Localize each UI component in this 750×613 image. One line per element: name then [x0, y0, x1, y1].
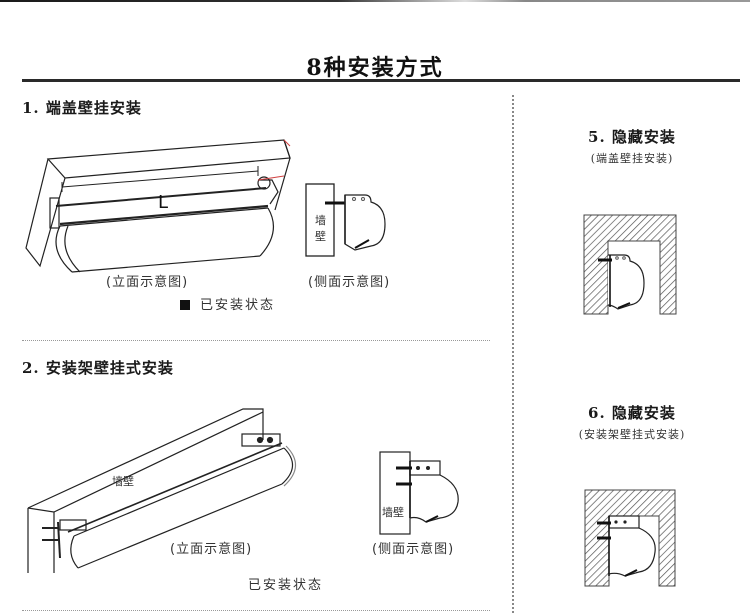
section-2-status: 已安装状态 [248, 578, 324, 593]
section-6-hidden-diagram [584, 489, 676, 587]
page-title: 8种安装方式 [306, 55, 444, 81]
status-text: 已安装状态 [200, 298, 276, 313]
title-rule [22, 79, 740, 82]
wall-label: 壁 [315, 229, 326, 243]
section-1-status: 已安装状态 [180, 294, 275, 313]
headbox-outline [46, 139, 291, 179]
dimension-label: L [158, 192, 168, 213]
section-5-subtitle: (端盖壁挂安装) [590, 152, 674, 165]
section-1-title: 1. 端盖壁挂安装 [22, 99, 142, 117]
vertical-divider [512, 95, 514, 613]
section-divider-1 [22, 340, 490, 341]
section-6-title: 6. 隐藏安装 [588, 404, 676, 422]
top-border [0, 0, 750, 2]
section-2-side-diagram: 墙壁 [379, 451, 459, 535]
square-bullet-icon [180, 300, 190, 310]
section-1-side-caption: (侧面示意图) [308, 275, 391, 290]
section-2-front-diagram: 墙壁 [27, 408, 297, 573]
section-2-title: 2. 安装架壁挂式安装 [22, 359, 174, 377]
section-divider-2 [22, 610, 490, 611]
section-5-title: 5. 隐藏安装 [588, 128, 676, 146]
section-2-front-caption: (立面示意图) [170, 542, 253, 557]
section-1-front-caption: (立面示意图) [106, 275, 189, 290]
section-5-hidden-diagram [583, 214, 677, 315]
wall-label: 墙壁 [112, 474, 134, 488]
section-1-side-diagram: 墙 壁 [305, 183, 386, 257]
section-2-side-caption: (侧面示意图) [372, 542, 455, 557]
wall-label: 墙壁 [382, 505, 404, 519]
section-6-subtitle: (安装架壁挂式安装) [578, 428, 686, 441]
wall-label: 墙 [315, 213, 326, 227]
section-1-front-diagram: L [25, 139, 291, 273]
